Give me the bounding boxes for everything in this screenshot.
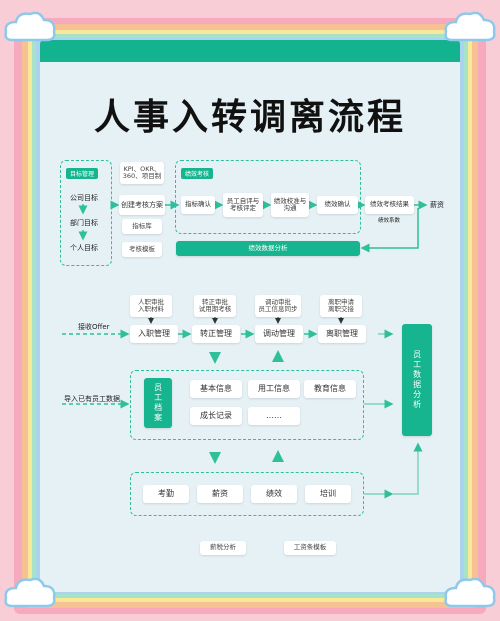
kpi-method-note: KPI、OKR、 360、项目制 — [120, 162, 164, 184]
confirmation-step: 转正管理 — [192, 325, 240, 343]
appraisal-tag: 绩效考核 — [181, 168, 214, 179]
content-panel — [40, 40, 460, 592]
template-box: 考核模板 — [122, 242, 162, 257]
appraisal-step-2: 员工自评与 考核评定 — [223, 193, 263, 217]
import-existing-label: 导入已有员工数据 — [64, 395, 120, 403]
archive-field-education: 教育信息 — [304, 380, 356, 398]
goal-item-department: 部门目标 — [70, 219, 98, 227]
module-training: 培训 — [305, 485, 351, 503]
archive-group — [130, 370, 364, 440]
transfer-step: 调动管理 — [255, 325, 303, 343]
salary-label: 薪资 — [430, 201, 444, 209]
appraisal-step-3: 绩效校准与 沟通 — [271, 193, 309, 217]
cloud-decoration-top-left — [4, 11, 56, 42]
archive-field-employment: 用工信息 — [248, 380, 300, 398]
module-salary: 薪资 — [197, 485, 243, 503]
payslip-template-box: 工资条模板 — [284, 541, 336, 555]
cloud-decoration-bottom-right — [444, 577, 496, 608]
employee-data-analysis: 员工数据分析 — [402, 324, 432, 436]
page-title: 人事入转调离流程 — [93, 97, 406, 138]
top-bar — [40, 40, 460, 62]
tax-analysis-box: 薪税分析 — [200, 541, 246, 555]
archive-field-more: …… — [248, 407, 300, 425]
performance-analysis-bar: 绩效数据分析 — [176, 241, 360, 256]
goal-item-personal: 个人目标 — [70, 244, 98, 252]
onboarding-step: 入职管理 — [130, 325, 178, 343]
module-performance: 绩效 — [251, 485, 297, 503]
module-attendance: 考勤 — [143, 485, 189, 503]
receive-offer-label: 接收Offer — [78, 323, 110, 331]
goals-group — [60, 160, 112, 266]
create-plan-box: 创建考核方案 — [119, 195, 165, 215]
archive-field-growth: 成长记录 — [190, 407, 242, 425]
resignation-step: 离职管理 — [318, 325, 366, 343]
archive-label: 员工档案 — [153, 383, 163, 423]
indicator-library-box: 指标库 — [122, 219, 162, 234]
confirmation-note: 转正审批 试用期考核 — [194, 295, 236, 317]
appraisal-step-1: 指标确认 — [181, 196, 215, 214]
archive-field-basic: 基本信息 — [190, 380, 242, 398]
appraisal-step-4: 绩效确认 — [317, 196, 358, 214]
archive-label-box: 员工档案 — [144, 378, 172, 428]
cloud-decoration-top-right — [444, 11, 496, 42]
goals-tag: 目标管理 — [66, 168, 99, 179]
appraisal-result-box: 绩效考核结果 — [365, 196, 414, 214]
modules-group — [130, 472, 364, 516]
transfer-note: 调动审批 员工信息同步 — [255, 295, 301, 317]
resignation-note: 离职申请 离职交接 — [320, 295, 362, 317]
cloud-decoration-bottom-left — [4, 577, 56, 608]
onboarding-note: 人职审批 入职材料 — [130, 295, 172, 317]
appraisal-group — [175, 160, 361, 234]
coefficient-label: 绩效系数 — [378, 218, 401, 224]
employee-data-analysis-label: 员工数据分析 — [412, 350, 422, 410]
goal-item-company: 公司目标 — [70, 194, 98, 202]
